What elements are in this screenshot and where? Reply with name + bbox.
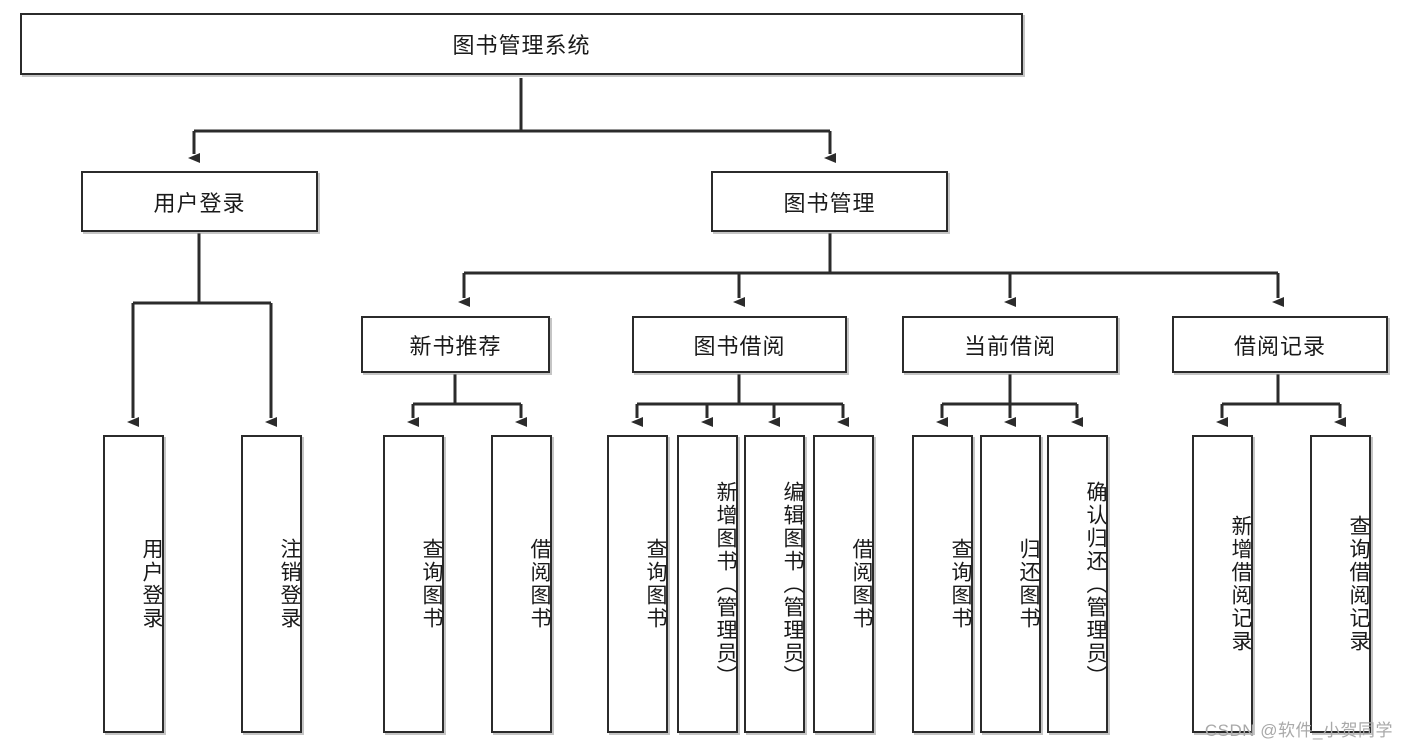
leaf-label: 注销登录 (278, 538, 301, 630)
leaf-label: 新增借阅记录 (1229, 515, 1252, 653)
node-leaf-query-book-borrow[interactable]: 查询图书 (607, 435, 668, 733)
node-leaf-confirm-return-admin[interactable]: 确认归还（管理员） (1047, 435, 1108, 733)
node-book-management[interactable]: 图书管理 (711, 171, 948, 232)
watermark: CSDN @软件_小贺同学 (1204, 721, 1393, 740)
node-leaf-logout[interactable]: 注销登录 (241, 435, 302, 733)
node-user-login-label: 用户登录 (153, 190, 246, 216)
node-leaf-query-book-current[interactable]: 查询图书 (912, 435, 973, 733)
node-book-borrow[interactable]: 图书借阅 (632, 316, 847, 373)
node-borrow-records-label: 借阅记录 (1233, 333, 1326, 359)
node-new-book-recommend[interactable]: 新书推荐 (361, 316, 550, 373)
node-leaf-query-borrow-record[interactable]: 查询借阅记录 (1310, 435, 1371, 733)
leaf-label: 借阅图书 (528, 538, 551, 630)
leaf-label: 编辑图书（管理员） (781, 480, 804, 688)
node-current-borrow-label: 当前借阅 (963, 333, 1056, 359)
leaf-label: 确认归还（管理员） (1084, 480, 1107, 688)
node-book-borrow-label: 图书借阅 (693, 333, 786, 359)
leaf-label: 用户登录 (140, 538, 163, 630)
node-root-label: 图书管理系统 (452, 33, 591, 58)
node-leaf-user-login[interactable]: 用户登录 (103, 435, 164, 733)
node-current-borrow[interactable]: 当前借阅 (902, 316, 1118, 373)
node-leaf-return-book[interactable]: 归还图书 (980, 435, 1041, 733)
leaf-label: 查询图书 (644, 538, 667, 630)
node-new-book-recommend-label: 新书推荐 (409, 333, 502, 359)
leaf-label: 借阅图书 (850, 538, 873, 630)
leaf-label: 查询图书 (949, 538, 972, 630)
node-leaf-borrow-book[interactable]: 借阅图书 (813, 435, 874, 733)
node-book-management-label: 图书管理 (783, 190, 876, 216)
node-user-login[interactable]: 用户登录 (81, 171, 318, 232)
node-leaf-edit-book-admin[interactable]: 编辑图书（管理员） (744, 435, 805, 733)
node-leaf-query-book-recommend[interactable]: 查询图书 (383, 435, 444, 733)
leaf-label: 查询借阅记录 (1347, 515, 1370, 653)
node-root[interactable]: 图书管理系统 (20, 13, 1023, 75)
leaf-label: 新增图书（管理员） (714, 480, 737, 688)
node-leaf-add-book-admin[interactable]: 新增图书（管理员） (677, 435, 738, 733)
node-leaf-add-borrow-record[interactable]: 新增借阅记录 (1192, 435, 1253, 733)
node-borrow-records[interactable]: 借阅记录 (1172, 316, 1388, 373)
leaf-label: 归还图书 (1017, 538, 1040, 630)
node-leaf-borrow-book-recommend[interactable]: 借阅图书 (491, 435, 552, 733)
leaf-label: 查询图书 (420, 538, 443, 630)
